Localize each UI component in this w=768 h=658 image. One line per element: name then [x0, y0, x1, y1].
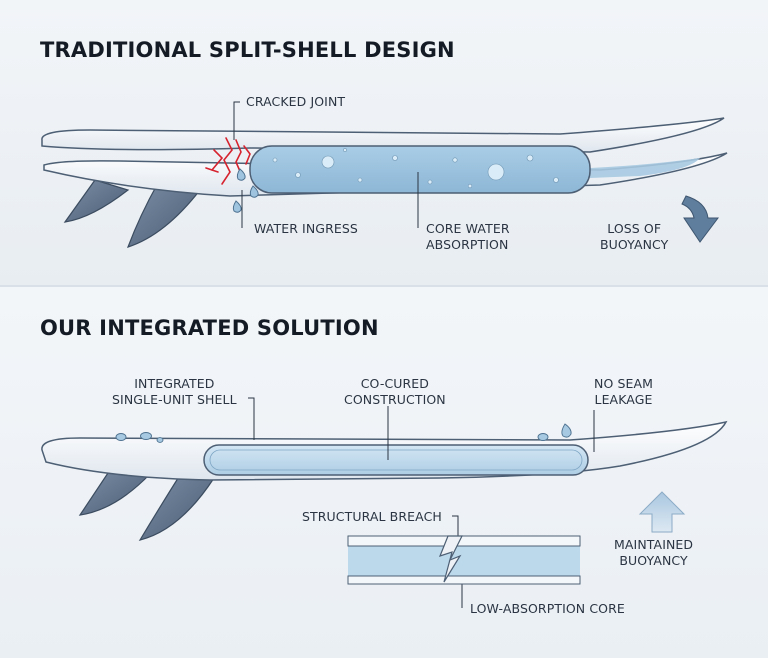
label-water-ingress: WATER INGRESS	[254, 221, 358, 236]
label-co-cured: CO-CURED CONSTRUCTION	[344, 376, 446, 407]
maintained-buoyancy-arrow	[638, 491, 686, 533]
label-integrated-shell: INTEGRATED SINGLE-UNIT SHELL	[112, 376, 237, 407]
label-structural-breach: STRUCTURAL BREACH	[302, 509, 442, 524]
label-core-water-absorption: CORE WATER ABSORPTION	[426, 221, 510, 252]
integrated-heading: OUR INTEGRATED SOLUTION	[40, 316, 379, 340]
integrated-board	[41, 397, 728, 608]
label-low-absorption-core: LOW-ABSORPTION CORE	[470, 601, 625, 616]
water-bubbles	[272, 148, 559, 189]
leader-cracked-joint	[233, 101, 240, 140]
dry-core	[203, 444, 589, 476]
leader-structural-breach	[452, 515, 459, 540]
leader-integrated-shell	[248, 397, 255, 440]
label-loss-of-buoyancy: LOSS OF BUOYANCY	[600, 221, 669, 252]
label-cracked-joint: CRACKED JOINT	[246, 94, 346, 109]
traditional-heading: TRADITIONAL SPLIT-SHELL DESIGN	[40, 38, 455, 62]
surface-beads	[115, 423, 572, 443]
fin-left	[63, 179, 130, 223]
loss-buoyancy-arrow	[681, 195, 719, 243]
top-shell	[41, 117, 725, 153]
core-water-fill	[249, 145, 591, 194]
tail-water	[590, 158, 700, 178]
dry-core-inner	[209, 449, 583, 471]
crack-lines	[205, 137, 251, 185]
breach-section	[347, 535, 581, 585]
split-shell-board	[41, 101, 728, 248]
fin-right-integrated	[138, 474, 216, 541]
panel-divider	[0, 285, 768, 287]
label-no-seam-leakage: NO SEAM LEAKAGE	[594, 376, 654, 407]
fin-right	[127, 182, 202, 248]
label-maintained-buoyancy: MAINTAINED BUOYANCY	[614, 537, 694, 568]
water-drops	[232, 168, 259, 213]
